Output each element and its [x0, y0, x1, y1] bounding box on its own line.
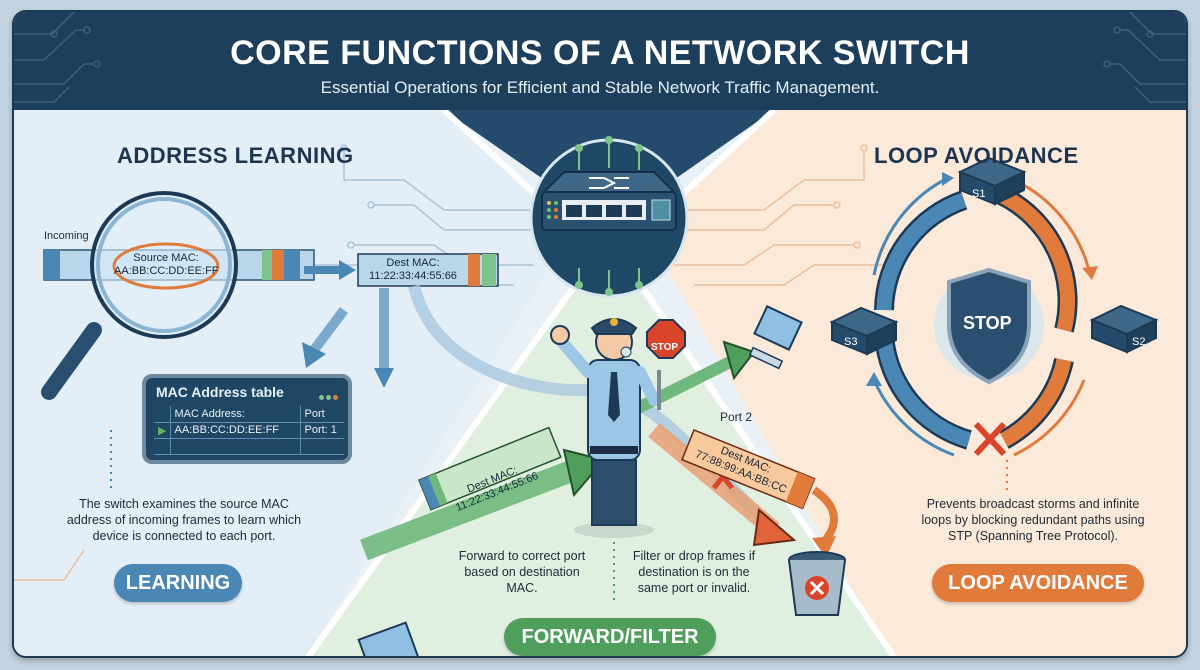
loop-title: LOOP AVOIDANCE	[874, 143, 1079, 168]
dest-mac-label: Dest MAC:	[386, 257, 440, 269]
computer-left-icon	[357, 621, 421, 656]
switch-s1-label: S1	[972, 188, 986, 200]
mac-table-grid: MAC Address: Port ▶ AA:BB:CC:DD:EE:FF Po…	[154, 406, 344, 455]
learning-badge: LEARNING	[114, 564, 242, 602]
incoming-label: Incoming	[44, 230, 89, 242]
filter-description: Filter or drop frames if destination is …	[632, 549, 756, 595]
dest-mac-learning: Dest MAC: 11:22:33:44:55:66	[358, 257, 468, 283]
circuit-decoration-header	[14, 12, 1186, 103]
source-mac: Source MAC: AA:BB:CC:DD:EE:FF	[114, 252, 219, 278]
table-header: MAC Address:	[170, 406, 300, 423]
window-dots	[317, 387, 338, 405]
forward-description: Forward to correct port based on destina…	[458, 549, 586, 595]
stop-sign-icon	[646, 319, 686, 359]
table-cell: Port: 1	[299, 422, 344, 439]
table-row[interactable]: ▶ AA:BB:CC:DD:EE:FF Port: 1	[154, 422, 344, 439]
dest-mac-value: 11:22:33:44:55:66	[369, 270, 457, 282]
trash-bin-icon	[788, 551, 846, 616]
switch-s2-icon	[1089, 304, 1159, 354]
filter-frame	[681, 429, 816, 510]
panels-area: ADDRESS LEARNING Incoming Source MAC: AA…	[14, 110, 1186, 656]
source-mac-value: AA:BB:CC:DD:EE:FF	[114, 265, 219, 277]
mac-table-title: MAC Address table	[156, 384, 284, 400]
header-banner: CORE FUNCTIONS OF A NETWORK SWITCH Essen…	[14, 12, 1186, 110]
forward-frame	[418, 426, 562, 511]
loop-description: Prevents broadcast storms and infinite l…	[921, 497, 1145, 543]
switch-s3-icon	[829, 306, 899, 356]
port-2-label: Port 2	[720, 410, 753, 424]
table-header: Port	[299, 406, 344, 423]
table-cell: AA:BB:CC:DD:EE:FF	[170, 422, 300, 439]
switch-s3-label: S3	[844, 336, 858, 348]
table-row-empty	[154, 438, 344, 455]
shield-icon	[947, 267, 1031, 385]
shield-stop-text: STOP	[963, 313, 1012, 333]
stp-loop-diagram	[829, 156, 1159, 457]
network-switch-icon	[541, 171, 677, 231]
row-pointer-icon: ▶	[154, 422, 171, 439]
learning-description: The switch examines the source MAC addre…	[66, 497, 302, 543]
learning-title: ADDRESS LEARNING	[117, 143, 354, 168]
switch-s1-icon	[957, 156, 1027, 206]
computer-right-icon	[748, 305, 803, 370]
stop-sign-text: STOP	[651, 342, 679, 353]
forward-filter-badge: FORWARD/FILTER	[504, 618, 716, 656]
source-mac-label: Source MAC:	[133, 252, 199, 264]
page-subtitle: Essential Operations for Efficient and S…	[320, 78, 880, 97]
loop-avoidance-badge: LOOP AVOIDANCE	[932, 564, 1144, 602]
mac-address-table: MAC Address table MAC Address: Port ▶ AA…	[142, 374, 352, 464]
switch-s2-label: S2	[1132, 336, 1146, 348]
table-header-row: MAC Address: Port	[154, 406, 344, 423]
magnifying-glass-icon	[41, 191, 238, 400]
infographic-frame: CORE FUNCTIONS OF A NETWORK SWITCH Essen…	[12, 10, 1188, 658]
police-officer-icon	[550, 318, 686, 538]
page-title: CORE FUNCTIONS OF A NETWORK SWITCH	[230, 34, 970, 72]
